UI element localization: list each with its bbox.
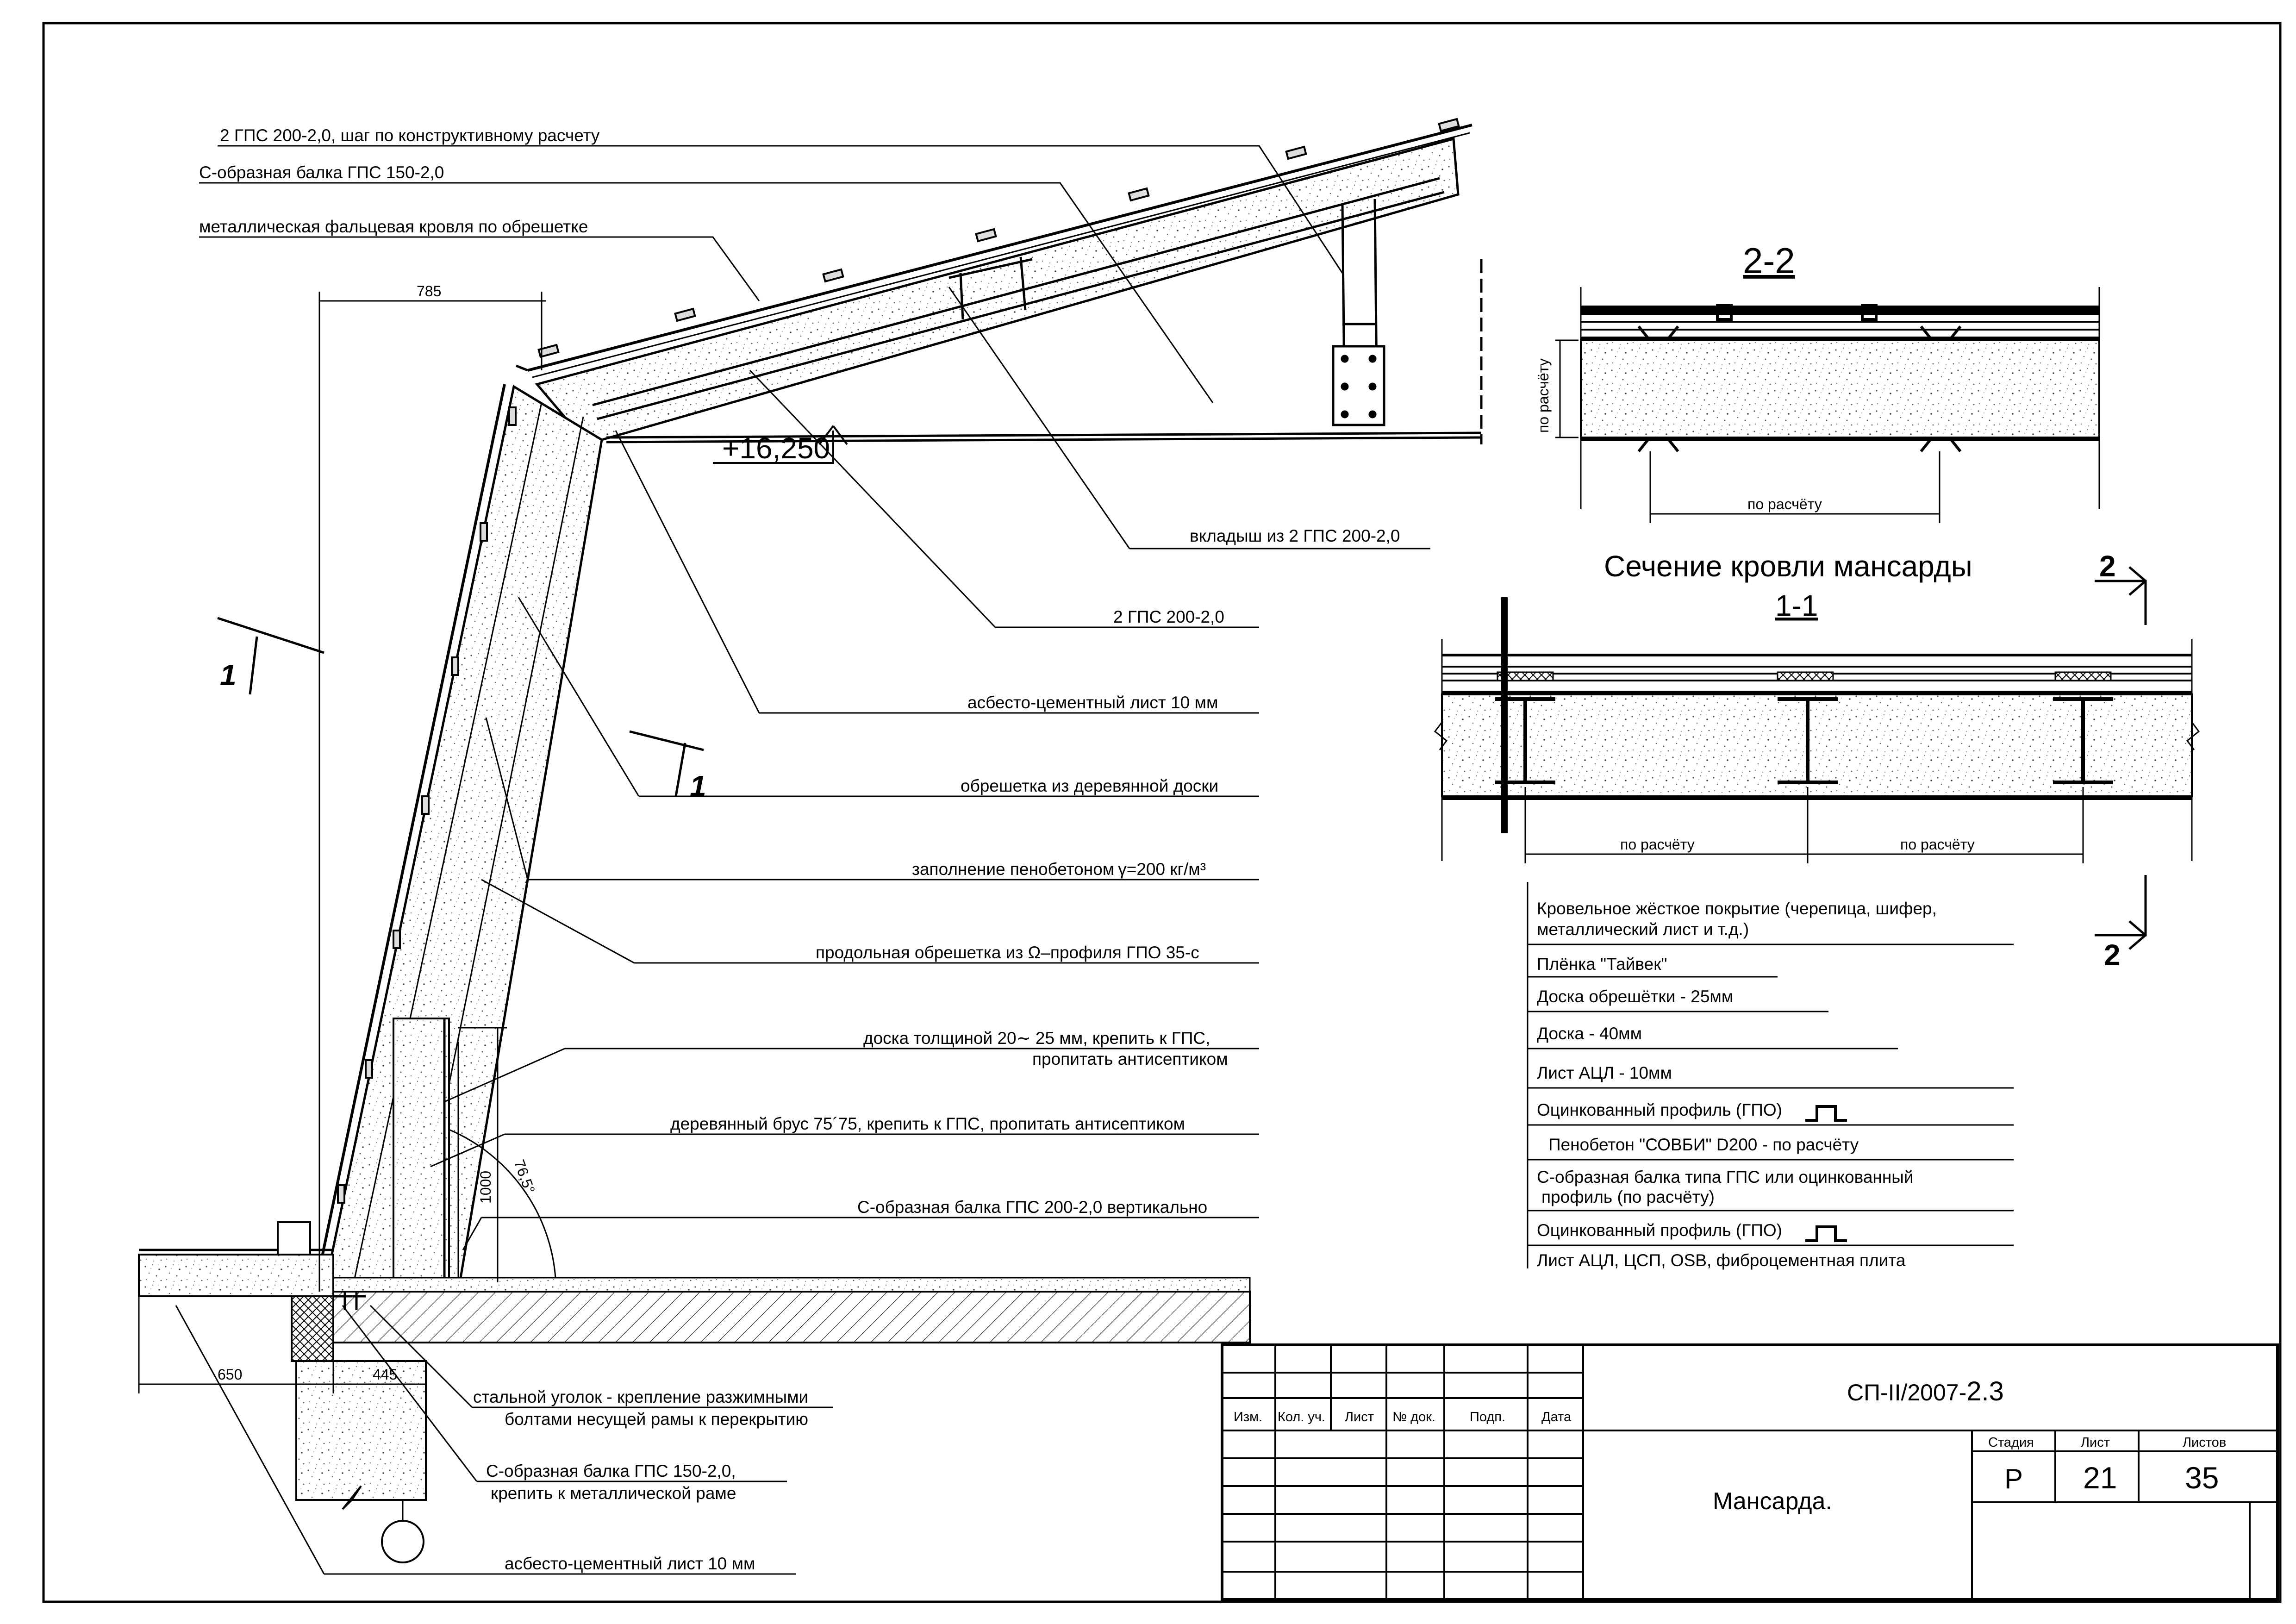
tb-sheet: 21 [2083,1461,2117,1495]
label-timber: деревянный брус 75´75, крепить к ГПС, пр… [670,1114,1185,1133]
layer-1a: Кровельное жёсткое покрытие (черепица, ш… [1537,899,1937,918]
tb-stage: Р [2004,1463,2023,1494]
tb-name: Мансарда. [1713,1488,1832,1515]
section-mark-2b: 2 [2104,938,2121,972]
label-c-beam-vert: С-образная балка ГПС 200-2,0 вертикально [857,1198,1207,1217]
dim-785: 785 [417,283,441,300]
dim-1000: 1000 [477,1171,494,1204]
tb-col-kol: Кол. уч. [1278,1410,1325,1424]
wood-post [393,1018,450,1288]
tb-sheets-h: Листов [2183,1435,2226,1450]
section-mark-1b: 1 [690,769,706,803]
wall-slab [322,385,603,1293]
layer-9: Оцинкованный профиль (ГПО) [1537,1221,1782,1240]
section-1-1-span-1: по расчёту [1620,836,1695,853]
label-gps200-step: 2 ГПС 200-2,0, шаг по конструктивному ра… [220,126,600,145]
tb-sheet-h: Лист [2081,1435,2110,1450]
dim-650: 650 [218,1366,242,1383]
dimension-785 [318,292,546,1292]
section-1-1-span-2: по расчёту [1900,836,1975,853]
section-1-1: Сечение кровли мансарды 1-1 по расчёту п… [1434,550,2200,972]
foundation [295,1360,427,1501]
label-acl-bottom: асбесто-цементный лист 10 мм [505,1554,755,1573]
layer-5: Лист АЦЛ - 10мм [1537,1063,1672,1082]
layer-7: Пенобетон "СОВБИ" D200 - по расчёту [1548,1135,1859,1154]
section-mark-2a: 2 [2099,550,2116,583]
omega-profile-icon [1805,1105,1847,1122]
layer-8a: С-образная балка типа ГПС или оцинкованн… [1537,1168,1914,1187]
label-angle-a: стальной уголок - крепление разжимными [473,1387,808,1406]
label-2gps200: 2 ГПС 200-2,0 [1113,607,1224,626]
roof-c-beams [592,177,1483,444]
layer-3: Доска обрешётки - 25мм [1537,987,1733,1006]
omega-profile-icon-2 [1805,1225,1847,1242]
dimension-bottom [138,1296,427,1393]
layer-list: Кровельное жёсткое покрытие (черепица, ш… [1527,882,2014,1270]
floor-slab [318,1291,1251,1343]
label-c-beam-150: С-образная балка ГПС 150-2,0 [199,163,444,182]
eaves-slab [138,1254,334,1297]
tb-sheets: 35 [2185,1461,2219,1495]
roof-seams [537,118,1460,358]
layer-10: Лист АЦЛ, ЦСП, OSB, фиброцементная плита [1537,1251,1906,1270]
section-mark-1a: 1 [220,658,237,692]
layer-6: Оцинкованный профиль (ГПО) [1537,1100,1782,1119]
tb-col-list: Лист [1345,1410,1374,1424]
axis-marker [381,1520,424,1563]
callout-labels: 2 ГПС 200-2,0, шаг по конструктивному ра… [199,126,1400,1573]
section-2-2-side-dim: по расчёту [1535,358,1552,433]
tb-col-date: Дата [1541,1410,1572,1424]
label-board-b: пропитать антисептиком [1032,1049,1228,1068]
section-2-2: 2-2 по расчёту по расчёту [1535,240,2100,523]
elevation-mark [713,425,848,464]
floor-topping [318,1277,1251,1293]
tb-code: СП-II/2007-2.3 [1847,1376,2004,1406]
tb-stage-h: Стадия [1988,1435,2034,1450]
label-seam-roof: металлическая фальцевая кровля по обреше… [199,217,588,236]
label-omega-batten: продольная обрешетка из Ω–профиля ГПО 35… [816,943,1199,962]
layer-4: Доска - 40мм [1537,1024,1642,1043]
section-cut-1 [217,617,704,797]
label-angle-b: болтами несущей рамы к перекрытию [505,1410,808,1429]
layer-1b: металлический лист и т.д.) [1537,920,1749,939]
dim-angle: 76,5° [511,1157,538,1196]
section-1-1-title: Сечение кровли мансарды [1604,550,1972,583]
support-column [291,1295,334,1362]
section-2-2-title: 2-2 [1743,240,1795,281]
label-c-beam-frame-a: С-образная балка ГПС 150-2,0, [486,1462,736,1480]
tb-col-doc: № док. [1392,1410,1435,1424]
dimension-1000 [458,1027,507,1282]
label-batten: обрешетка из деревянной доски [961,776,1218,795]
layer-2: Плёнка "Тайвек" [1537,955,1667,974]
label-c-beam-frame-b: крепить к металлической раме [491,1484,736,1503]
tb-col-izm: Изм. [1234,1410,1262,1424]
sheet-frame [42,22,2282,1603]
leader-lines [175,145,1430,1575]
tb-col-sign: Подп. [1470,1410,1505,1424]
wall-seams [337,406,517,1204]
dim-445: 445 [373,1366,397,1383]
label-insert: вкладыш из 2 ГПС 200-2,0 [1190,526,1400,545]
elevation-label: +16,250 [722,431,830,465]
main-section: 1 1 785 +16,250 1000 76,5° 650 445 [138,118,1483,1563]
label-acl-sheet: асбесто-цементный лист 10 мм [967,693,1218,712]
title-block: Изм. Кол. уч. Лист № док. Подп. Дата СП-… [1221,1343,2279,1601]
section-1-1-sub: 1-1 [1775,589,1818,622]
section-2-2-bottom-dim: по расчёту [1747,496,1822,512]
label-board-a: доска толщиной 20∼ 25 мм, крепить к ГПС, [863,1029,1210,1048]
layer-8b: профиль (по расчёту) [1541,1187,1715,1206]
